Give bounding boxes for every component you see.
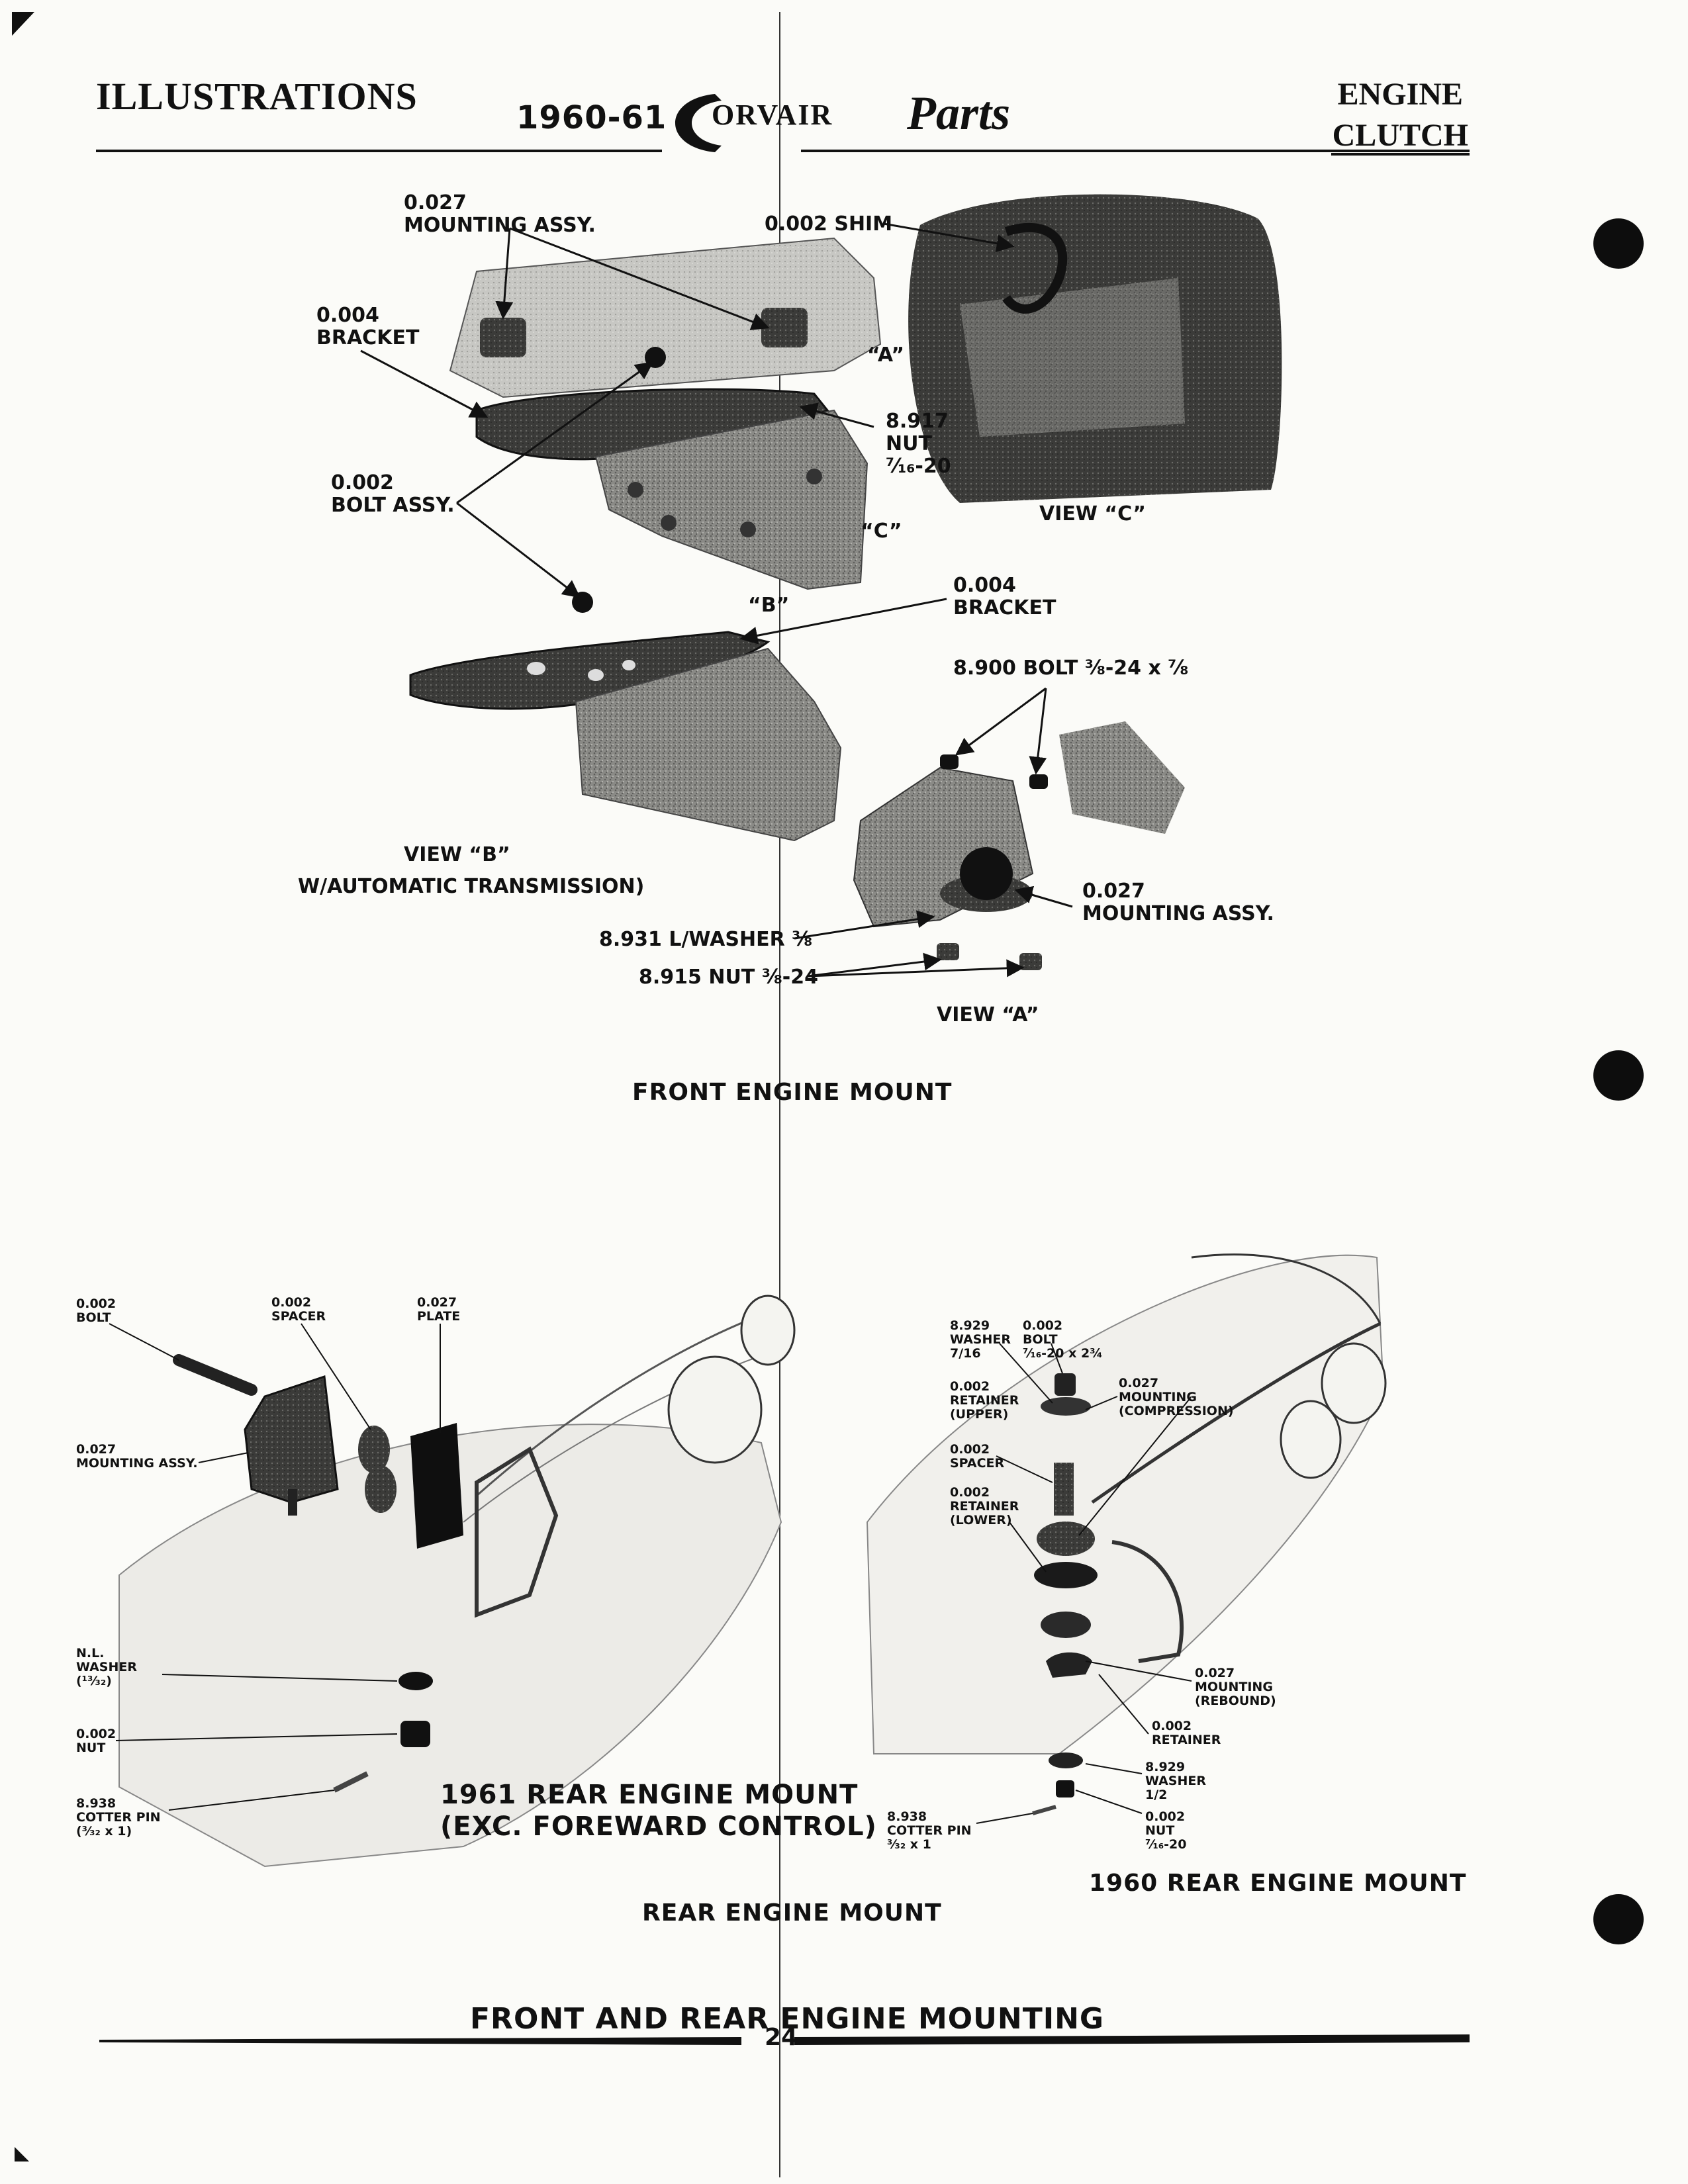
label-nut-8915: 8.915 NUT ⅜-24 <box>639 966 818 989</box>
label-1960-spacer: 0.002 SPACER <box>950 1442 1005 1471</box>
page-number: 24 <box>765 2024 798 2051</box>
label-1961-mounting-assy: 0.027 MOUNTING ASSY. <box>76 1442 198 1471</box>
label-bolt-8900: 8.900 BOLT ⅜-24 x ⅞ <box>953 657 1189 680</box>
label-view-c: VIEW “C” <box>1039 502 1146 525</box>
label-1961-cotter-pin: 8.938 COTTER PIN (³⁄₃₂ x 1) <box>76 1796 161 1839</box>
label-mounting-assy-top: 0.027 MOUNTING ASSY. <box>404 191 596 237</box>
logo-brand: ORVAIR <box>712 99 833 131</box>
label-automatic-transmission: W/AUTOMATIC TRANSMISSION) <box>298 875 645 898</box>
section-clutch: CLUTCH <box>1331 118 1470 156</box>
label-view-c-tag: “C” <box>861 520 902 543</box>
label-1960-retainer-lower: 0.002 RETAINER (LOWER) <box>950 1485 1019 1527</box>
label-1960-washer-12: 8.929 WASHER 1/2 <box>1145 1760 1207 1802</box>
label-1960-mounting-rebound: 0.027 MOUNTING (REBOUND) <box>1195 1666 1276 1708</box>
label-1961-spacer: 0.002 SPACER <box>271 1295 326 1324</box>
page-title: FRONT AND REAR ENGINE MOUNTING <box>470 2002 1105 2036</box>
label-bracket-top: 0.004 BRACKET <box>316 304 420 349</box>
label-view-a: VIEW “A” <box>937 1003 1039 1026</box>
label-1960-mounting-compression: 0.027 MOUNTING (COMPRESSION) <box>1119 1376 1234 1418</box>
caption-1961-rear-mount: 1961 REAR ENGINE MOUNT (EXC. FOREWARD CO… <box>440 1780 877 1842</box>
caption-rear-engine-mount: REAR ENGINE MOUNT <box>642 1899 942 1927</box>
logo-parts-script: Parts <box>907 87 1011 140</box>
label-shim: 0.002 SHIM <box>765 212 893 236</box>
label-bolt-assy: 0.002 BOLT ASSY. <box>331 471 455 517</box>
label-nut-8917: 8.917 NUT ⁷⁄₁₆-20 <box>886 410 951 478</box>
label-1961-nut: 0.002 NUT <box>76 1727 117 1755</box>
label-mounting-assy-view-a: 0.027 MOUNTING ASSY. <box>1082 880 1274 925</box>
section-engine: ENGINE <box>1337 77 1463 112</box>
section-title-illustrations: ILLUSTRATIONS <box>96 75 418 118</box>
label-1960-nut: 0.002 NUT ⁷⁄₁₆-20 <box>1145 1809 1187 1852</box>
label-view-b: VIEW “B” <box>404 843 510 866</box>
label-1961-bolt: 0.002 BOLT <box>76 1297 117 1325</box>
label-view-b-tag: “B” <box>748 594 790 617</box>
label-1961-plate: 0.027 PLATE <box>417 1295 461 1324</box>
logo-year: 1960-61 <box>516 99 667 136</box>
label-1960-bolt: 0.002 BOLT ⁷⁄₁₆-20 x 2¾ <box>1023 1318 1103 1361</box>
section-title-engine-clutch: ENGINE CLUTCH <box>1331 74 1470 156</box>
label-lock-washer-8931: 8.931 L/WASHER ⅜ <box>599 928 813 951</box>
label-1961-washer: N.L. WASHER (¹³⁄₃₂) <box>76 1646 138 1688</box>
label-1960-washer-716: 8.929 WASHER 7/16 <box>950 1318 1011 1361</box>
label-1960-retainer: 0.002 RETAINER <box>1152 1719 1221 1747</box>
label-bracket-mid: 0.004 BRACKET <box>953 574 1056 619</box>
caption-front-engine-mount: FRONT ENGINE MOUNT <box>632 1079 953 1106</box>
label-view-a-tag: “A” <box>867 343 905 367</box>
label-1960-cotter-pin: 8.938 COTTER PIN ³⁄₃₂ x 1 <box>887 1809 972 1852</box>
label-1960-retainer-upper: 0.002 RETAINER (UPPER) <box>950 1379 1019 1422</box>
caption-1960-rear-mount: 1960 REAR ENGINE MOUNT <box>1089 1870 1467 1897</box>
